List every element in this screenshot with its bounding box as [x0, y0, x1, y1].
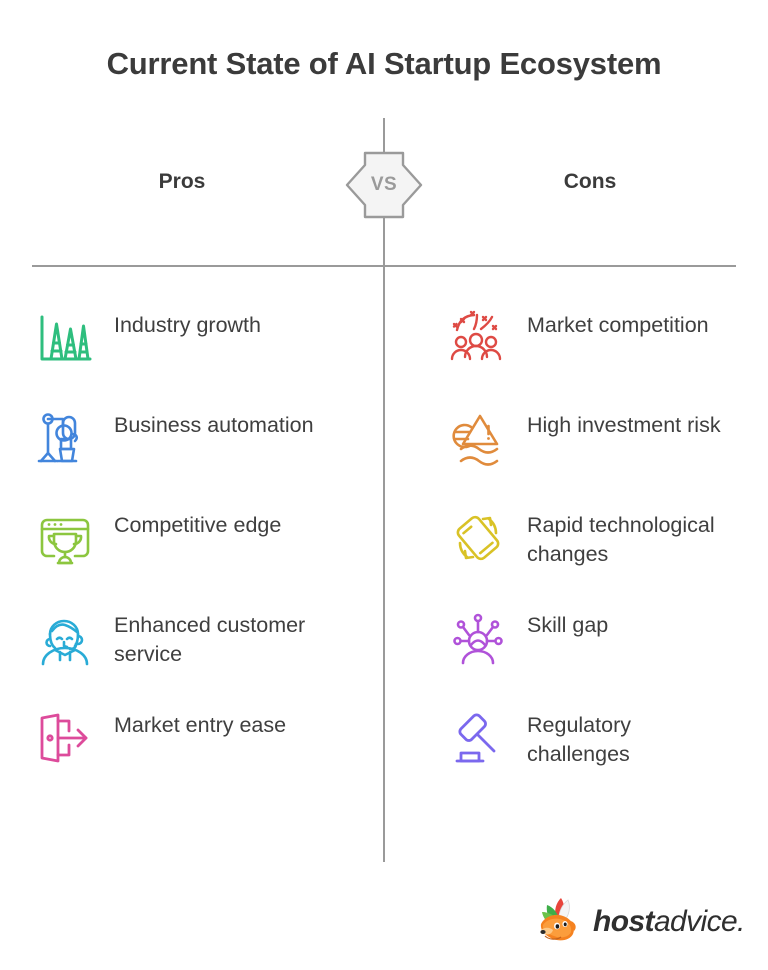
list-item: Competitive edge [34, 505, 364, 587]
list-item: Enhanced customer service [34, 605, 364, 687]
header-divider-horizontal [32, 265, 736, 267]
list-item-label: Business automation [114, 413, 314, 437]
list-item-label: Industry growth [114, 313, 261, 337]
list-item-label: Competitive edge [114, 513, 282, 537]
pros-list: Industry growth Business autom [34, 305, 364, 805]
list-item: Industry growth [34, 305, 364, 387]
vs-badge-label: VS [370, 174, 398, 195]
list-item: Regulatory challenges [447, 705, 747, 787]
list-item: Rapid technological changes [447, 505, 747, 587]
gavel-icon [447, 707, 509, 769]
list-item-label: Market competition [527, 313, 709, 337]
list-item-label: High investment risk [527, 413, 721, 437]
column-header-pros: Pros [158, 170, 206, 193]
list-item: Market competition [447, 305, 747, 387]
logo-bold-text: host [593, 905, 655, 938]
vs-badge: VS [339, 147, 429, 223]
cons-list: Market competition High investment risk [447, 305, 747, 805]
list-item: High investment risk [447, 405, 747, 487]
page-title: Current State of AI Startup Ecosystem [106, 46, 662, 81]
support-agent-icon [34, 607, 96, 669]
fox-mascot-icon [531, 894, 587, 950]
hostadvice-wordmark: hostadvice. [593, 905, 745, 939]
list-item-label: Market entry ease [114, 713, 287, 737]
hostadvice-logo[interactable]: hostadvice. [531, 893, 745, 951]
chart-growth-icon [34, 307, 96, 369]
browser-trophy-icon [34, 507, 96, 569]
list-item-label: Enhanced customer service [114, 613, 306, 667]
robot-arm-icon [34, 407, 96, 469]
person-network-icon [447, 607, 509, 669]
list-item: Skill gap [447, 605, 747, 687]
column-header-cons: Cons [563, 170, 617, 193]
list-item-label: Skill gap [527, 613, 609, 637]
logo-regular-text: advice. [653, 905, 745, 938]
euro-warning-icon [447, 407, 509, 469]
list-item: Market entry ease [34, 705, 364, 787]
list-item-label: Regulatory challenges [527, 713, 631, 767]
crowd-confetti-icon [447, 307, 509, 369]
door-exit-arrow-icon [34, 707, 96, 769]
list-item: Business automation [34, 405, 364, 487]
rotating-device-icon [447, 507, 509, 569]
list-item-label: Rapid technological changes [527, 513, 715, 567]
center-divider-vertical [383, 118, 385, 862]
